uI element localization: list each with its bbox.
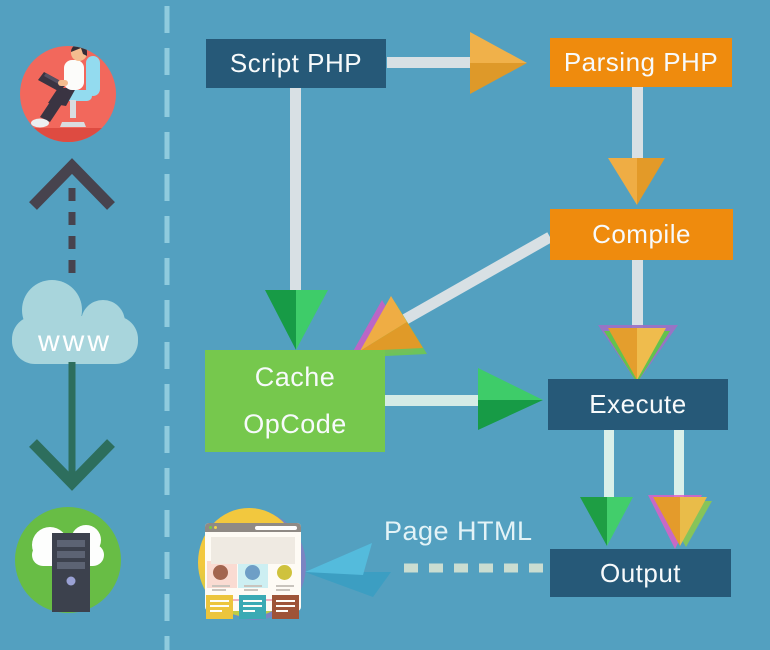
node-script-php-label: Script PHP: [229, 48, 363, 78]
edge-compile-execute: [598, 259, 678, 383]
edge-script-cache: [265, 87, 328, 350]
node-output: Output: [550, 549, 731, 597]
edge-output-browser: [305, 543, 543, 597]
node-compile: Compile: [550, 209, 733, 260]
browser-dot-green: [209, 526, 212, 529]
edge-script-parsing: [387, 32, 527, 94]
dart-arrow-lower: [305, 572, 391, 597]
browser-addressbar: [255, 525, 297, 530]
page-html-label: Page HTML: [384, 516, 533, 546]
cloud-label: www: [37, 325, 112, 358]
developer-icon: [20, 46, 116, 142]
browser-avatar-blue: [245, 565, 260, 580]
edge-cache-execute: [385, 368, 543, 430]
browser-textline: [212, 589, 226, 591]
upload-arrow-icon: [29, 158, 115, 284]
browser-avatar-brown: [213, 565, 228, 580]
edge-parsing-compile: [608, 86, 665, 205]
node-compile-label: Compile: [592, 219, 691, 249]
browser-textline: [276, 589, 290, 591]
download-arrow-icon: [29, 362, 115, 491]
browser-textline: [212, 585, 230, 587]
browser-avatar-yellow: [277, 565, 292, 580]
browser-hero-block: [211, 537, 295, 564]
browser-dot-yellow: [214, 526, 217, 529]
browser-titlebar: [205, 523, 301, 532]
browser-textline: [276, 585, 294, 587]
edge-execute-output-right: [648, 429, 712, 549]
node-script-php: Script PHP: [206, 39, 386, 88]
node-execute-label: Execute: [589, 389, 687, 419]
browser-textline: [244, 589, 258, 591]
browser-card-teal: [239, 595, 266, 619]
browser-card-yellow: [206, 595, 233, 619]
edge-execute-output-left: [580, 429, 633, 546]
browser-icon: [192, 505, 317, 630]
www-cloud-icon: www: [12, 280, 138, 364]
browser-window: [205, 523, 301, 619]
node-cache-label-bottom: OpCode: [243, 409, 347, 439]
node-execute: Execute: [548, 379, 728, 430]
node-parsing-php: Parsing PHP: [550, 38, 732, 87]
browser-textline: [244, 585, 262, 587]
node-cache-label-top: Cache: [254, 362, 336, 392]
node-parsing-php-label: Parsing PHP: [563, 47, 719, 77]
edge-compile-cache: [351, 232, 553, 357]
node-cache-opcode: Cache OpCode: [205, 350, 385, 452]
server-icon: [15, 507, 121, 613]
browser-card-brick: [272, 595, 299, 619]
node-output-label: Output: [599, 557, 682, 588]
